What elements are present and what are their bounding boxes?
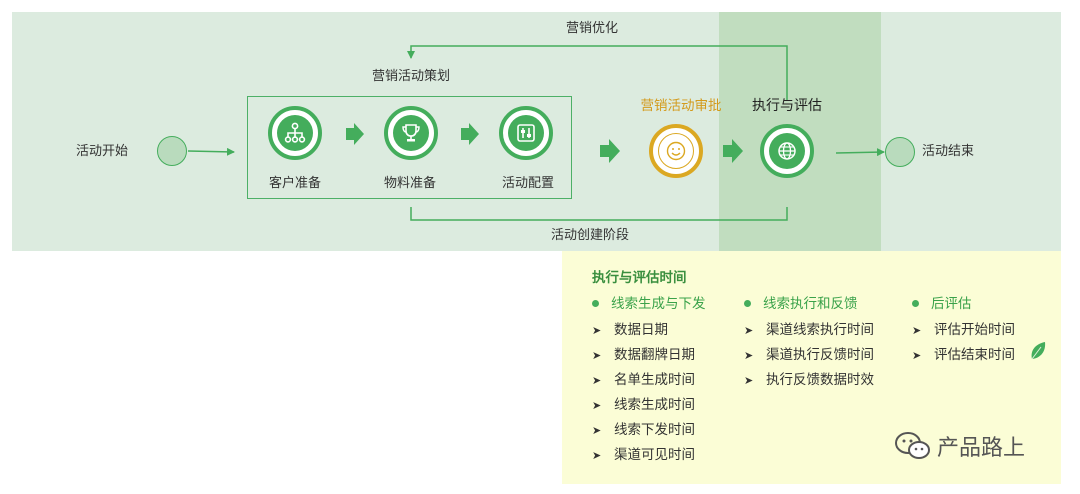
creation-stage-bracket: [410, 207, 788, 221]
start-connector: [187, 147, 235, 156]
timing-title: 执行与评估时间: [592, 270, 687, 286]
material-prep-label: 物料准备: [383, 176, 437, 191]
chevron-right-icon: ➤: [592, 324, 602, 337]
config-panel-icon: [517, 124, 535, 142]
execute-eval-label: 执行与评估: [752, 98, 822, 114]
timing-column-3-heading-text: 后评估: [931, 296, 972, 312]
planning-label: 营销活动策划: [371, 69, 451, 84]
optimization-label: 营销优化: [565, 21, 619, 36]
list-item: ➤ 渠道执行反馈时间: [744, 343, 874, 363]
chevron-right-icon: ➤: [592, 424, 602, 437]
approval-label: 营销活动审批: [640, 98, 722, 114]
end-connector: [835, 148, 885, 157]
list-item-text: 数据翻牌日期: [614, 347, 695, 363]
list-item: ➤ 名单生成时间: [592, 368, 695, 388]
timing-column-3-heading: 后评估: [912, 292, 972, 312]
watermark: 产品路上: [893, 430, 1025, 462]
trophy-icon: [402, 124, 420, 142]
start-label: 活动开始: [76, 144, 129, 159]
creation-stage-label: 活动创建阶段: [550, 228, 630, 243]
list-item-text: 渠道可见时间: [614, 447, 695, 463]
list-item-text: 线索生成时间: [614, 397, 695, 413]
end-node: [885, 137, 915, 167]
customer-prep-label: 客户准备: [268, 176, 322, 191]
list-item: ➤ 数据翻牌日期: [592, 343, 695, 363]
planning-group-box: [247, 96, 572, 199]
list-item-text: 名单生成时间: [614, 372, 695, 388]
chevron-right-icon: ➤: [592, 449, 602, 462]
list-item: ➤ 线索生成时间: [592, 393, 695, 413]
chevron-right-icon: ➤: [912, 349, 922, 362]
org-chart-icon: [284, 122, 306, 143]
timing-column-1-heading: 线索生成与下发: [592, 292, 706, 312]
timing-column-1-heading-text: 线索生成与下发: [611, 296, 706, 312]
bullet-dot: [912, 299, 919, 307]
wechat-icon: [895, 432, 930, 459]
chevron-right-icon: ➤: [592, 399, 602, 412]
chevron-right-icon: ➤: [592, 374, 602, 387]
chevron-right-icon: ➤: [744, 324, 754, 337]
bullet-dot: [592, 299, 599, 307]
list-item-text: 渠道执行反馈时间: [766, 347, 874, 363]
list-item-text: 线索下发时间: [614, 422, 695, 438]
fat-arrow-1: [346, 123, 364, 145]
list-item: ➤ 评估开始时间: [912, 318, 1015, 338]
list-item-text: 数据日期: [614, 322, 668, 338]
customer-prep-node: [268, 106, 322, 160]
fat-arrow-3: [600, 139, 620, 163]
list-item: ➤ 数据日期: [592, 318, 668, 338]
list-item: ➤ 执行反馈数据时效: [744, 368, 874, 388]
optimization-loop-line: [407, 45, 788, 100]
approval-node: [649, 124, 703, 178]
activity-config-label: 活动配置: [501, 176, 555, 191]
chevron-right-icon: ➤: [592, 349, 602, 362]
activity-config-node: [499, 106, 553, 160]
list-item: ➤ 渠道可见时间: [592, 443, 695, 463]
list-item: ➤ 评估结束时间: [912, 343, 1015, 363]
list-item: ➤ 渠道线索执行时间: [744, 318, 874, 338]
list-item-text: 评估开始时间: [934, 322, 1015, 338]
list-item: ➤ 线索下发时间: [592, 418, 695, 438]
timing-panel: [562, 251, 1061, 484]
execute-eval-node: [760, 124, 814, 178]
timing-column-2-heading: 线索执行和反馈: [744, 292, 858, 312]
chevron-right-icon: ➤: [744, 349, 754, 362]
chevron-right-icon: ➤: [912, 324, 922, 337]
timing-column-2-heading-text: 线索执行和反馈: [763, 296, 858, 312]
chevron-right-icon: ➤: [744, 374, 754, 387]
end-label: 活动结束: [922, 144, 975, 159]
list-item-text: 评估结束时间: [934, 347, 1015, 363]
leaf-icon: [1031, 342, 1046, 360]
globe-icon: [778, 142, 796, 160]
watermark-text: 产品路上: [937, 436, 1026, 461]
smiley-icon: [666, 141, 686, 161]
fat-arrow-2: [461, 123, 479, 145]
fat-arrow-4: [723, 139, 743, 163]
list-item-text: 渠道线索执行时间: [766, 322, 874, 338]
bullet-dot: [744, 299, 751, 307]
material-prep-node: [384, 106, 438, 160]
list-item-text: 执行反馈数据时效: [766, 372, 874, 388]
start-node: [157, 136, 187, 166]
